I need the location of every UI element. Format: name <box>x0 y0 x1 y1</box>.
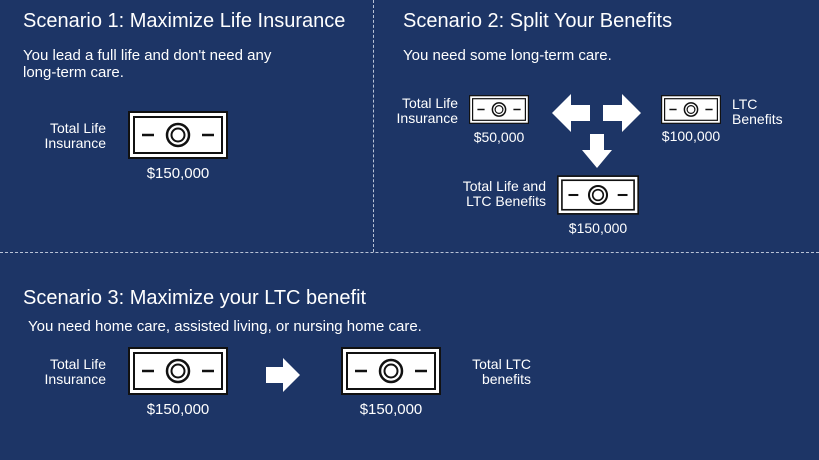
scenario-1-life-label-line-2: Insurance <box>44 135 106 151</box>
scenario-3-life-label-line-1: Total Life <box>49 356 106 372</box>
scenario-3-ltc-label-line-2: benefits <box>481 371 531 387</box>
scenario-2-total-label-line-2: LTC Benefits <box>466 193 546 209</box>
scenario-1-description-line-1: You lead a full life and don't need any <box>23 47 272 64</box>
scenario-2-ltc-label: LTC Benefits <box>732 97 783 127</box>
scenario-2-ltc-label-line-2: Benefits <box>732 111 783 127</box>
scenario-3-title: Scenario 3: Maximize your LTC benefit <box>23 287 367 309</box>
arrow-right-icon <box>603 94 641 132</box>
scenario-2-life-label: Total Life Insurance <box>397 96 458 126</box>
arrow-right-icon <box>266 358 300 392</box>
scenario-1-title: Scenario 1: Maximize Life Insurance <box>23 10 346 32</box>
scenario-2-ltc-label-line-1: LTC <box>732 96 758 112</box>
dollar-bill-icon <box>661 95 721 124</box>
scenario-2-life-label-line-2: Insurance <box>396 110 458 126</box>
scenario-2-total-label-line-1: Total Life and <box>462 178 546 194</box>
scenario-3-ltc-label: Total LTC benefits <box>472 357 531 387</box>
scenario-3-ltc-label-line-1: Total LTC <box>472 356 531 372</box>
scenario-1-description-line-2: long-term care. <box>23 64 124 81</box>
scenario-2-description: You need some long-term care. <box>403 47 612 64</box>
scenario-2-total-label: Total Life and LTC Benefits <box>463 179 546 209</box>
dollar-bill-icon <box>557 175 639 215</box>
scenario-3-ltc-amount: $150,000 <box>359 401 423 418</box>
scenario-1-life-label: Total Life Insurance <box>45 121 106 151</box>
dollar-bill-icon <box>128 347 228 395</box>
arrow-left-icon <box>552 94 590 132</box>
dollar-bill-icon <box>469 95 529 124</box>
arrow-down-icon <box>582 134 612 168</box>
horizontal-divider <box>0 252 819 253</box>
scenario-2-life-label-line-1: Total Life <box>401 95 458 111</box>
scenario-1-life-label-line-1: Total Life <box>49 120 106 136</box>
scenario-3-life-amount: $150,000 <box>146 401 210 418</box>
scenario-1-amount: $150,000 <box>146 165 210 182</box>
scenario-2-life-amount: $50,000 <box>473 129 525 145</box>
scenario-3-life-label-line-2: Insurance <box>44 371 106 387</box>
dollar-bill-icon <box>128 111 228 159</box>
vertical-divider <box>373 0 374 252</box>
dollar-bill-icon <box>341 347 441 395</box>
scenario-2-total-amount: $150,000 <box>568 220 628 236</box>
scenario-3-life-label: Total Life Insurance <box>45 357 106 387</box>
scenario-3-description: You need home care, assisted living, or … <box>28 318 422 335</box>
scenario-2-title: Scenario 2: Split Your Benefits <box>403 10 673 32</box>
scenario-2-ltc-amount: $100,000 <box>661 128 721 144</box>
scenario-1-description: You lead a full life and don't need any … <box>23 47 271 81</box>
